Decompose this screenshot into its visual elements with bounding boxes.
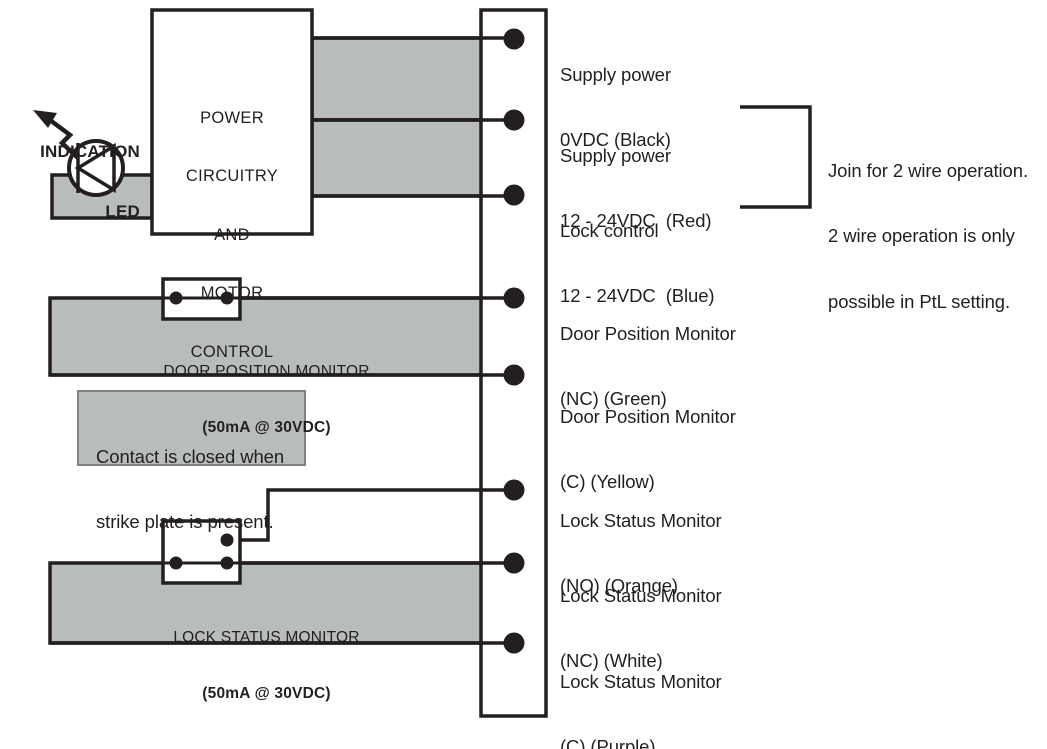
supply-gray-bar-upper — [310, 36, 485, 122]
terminal-dot-t8 — [503, 632, 525, 654]
power-circuitry-line-2: CIRCUITRY — [185, 167, 279, 186]
supply-gray-bar-lower — [310, 118, 485, 198]
terminal-label-t4: Door Position Monitor (NC) (Green) — [560, 279, 736, 454]
indication-led-line-1: INDICATION — [40, 142, 140, 162]
terminal-label-t2: Supply power 12 - 24VDC (Red) — [560, 101, 712, 276]
dpm-rating: (50mA @ 30VDC) — [202, 418, 331, 436]
terminal-dot-t5 — [503, 364, 525, 386]
join-bracket — [740, 105, 812, 209]
wire-t6-lsm-no — [227, 488, 512, 542]
terminal-label-t8-line2: (C) (Purple) — [560, 736, 656, 749]
power-circuitry-box — [150, 8, 314, 236]
door-position-monitor-caption: DOOR POSITION MONITOR (50mA @ 30VDC) — [50, 325, 483, 475]
led-triangle-icon — [74, 142, 116, 194]
join-note: Join for 2 wire operation. 2 wire operat… — [828, 116, 1028, 356]
terminal-dot-t7 — [503, 552, 525, 574]
contact-note-line-2: strike plate is present. — [96, 511, 274, 533]
terminal-label-t3-line1: Lock control — [560, 219, 659, 241]
terminal-label-t6: Lock Status Monitor (NO) (Orange) — [560, 466, 722, 641]
terminal-dot-t6 — [503, 479, 525, 501]
terminal-label-t3-line2: 12 - 24VDC (Blue) — [560, 285, 715, 307]
lsm-contact-dot-common — [169, 556, 183, 570]
terminal-label-t3: Lock control 12 - 24VDC (Blue) — [560, 176, 715, 351]
terminal-dot-t2 — [503, 109, 525, 131]
terminal-dot-t3 — [503, 184, 525, 206]
dpm-title: DOOR POSITION MONITOR — [163, 362, 370, 380]
contact-note: Contact is closed when strike plate is p… — [96, 402, 284, 577]
terminal-label-t1: Supply power 0VDC (Black) — [560, 20, 671, 195]
join-note-line-2: 2 wire operation is only — [828, 225, 1015, 247]
terminal-dot-t1 — [503, 28, 525, 50]
terminal-label-t4-line2: (NC) (Green) — [560, 388, 667, 410]
indication-led-line-2: LED — [105, 202, 140, 222]
dpm-contact-dot-right — [220, 291, 234, 305]
lsm-contact-dot-no — [220, 533, 234, 547]
power-circuitry-line-3: AND — [214, 225, 250, 244]
terminal-label-t6-line1: Lock Status Monitor — [560, 509, 722, 531]
terminal-label-t5: Door Position Monitor (C) (Yellow) — [560, 362, 736, 537]
terminal-label-t5-line2: (C) (Yellow) — [560, 471, 655, 493]
terminal-label-t5-line1: Door Position Monitor — [560, 405, 736, 427]
power-circuitry-label: POWER CIRCUITRY AND MOTOR CONTROL — [152, 70, 312, 401]
power-circuitry-line-5: CONTROL — [190, 342, 274, 361]
join-note-line-3: possible in PtL setting. — [828, 290, 1011, 312]
power-circuitry-line-1: POWER — [200, 108, 264, 127]
terminal-label-t1-line2: 0VDC (Black) — [560, 129, 671, 151]
terminal-label-t7: Lock Status Monitor (NC) (White) — [560, 541, 722, 716]
terminal-dot-t4 — [503, 287, 525, 309]
lsm-title: LOCK STATUS MONITOR — [173, 628, 360, 646]
lsm-switch-box — [161, 519, 242, 585]
power-circuitry-line-4: MOTOR — [200, 284, 264, 303]
terminal-label-t7-line1: Lock Status Monitor — [560, 584, 722, 606]
terminal-label-t2-line2: 12 - 24VDC (Red) — [560, 210, 712, 232]
terminal-label-t8: Lock Status Monitor (C) (Purple) — [560, 627, 722, 749]
contact-note-box — [77, 390, 306, 466]
contact-note-line-1: Contact is closed when — [96, 445, 285, 467]
lsm-contact-dot-nc — [220, 556, 234, 570]
led-arrowhead-icon — [33, 110, 57, 128]
terminal-label-t4-line1: Door Position Monitor — [560, 322, 736, 344]
dpm-contact-dot-left — [169, 291, 183, 305]
join-note-line-1: Join for 2 wire operation. — [828, 159, 1028, 181]
lock-status-monitor-block — [48, 561, 485, 645]
led-emission-arrow-icon — [44, 115, 80, 160]
lock-status-monitor-caption: LOCK STATUS MONITOR (50mA @ 30VDC) — [50, 591, 483, 741]
terminal-label-t6-line2: (NO) (Orange) — [560, 575, 678, 597]
terminal-label-t8-line1: Lock Status Monitor — [560, 670, 722, 692]
indication-led-label: INDICATION LED — [8, 102, 140, 262]
terminal-label-t1-line1: Supply power — [560, 63, 671, 85]
terminal-label-t7-line2: (NC) (White) — [560, 650, 663, 672]
terminal-label-t2-line1: Supply power — [560, 144, 671, 166]
lsm-rating: (50mA @ 30VDC) — [202, 684, 331, 702]
